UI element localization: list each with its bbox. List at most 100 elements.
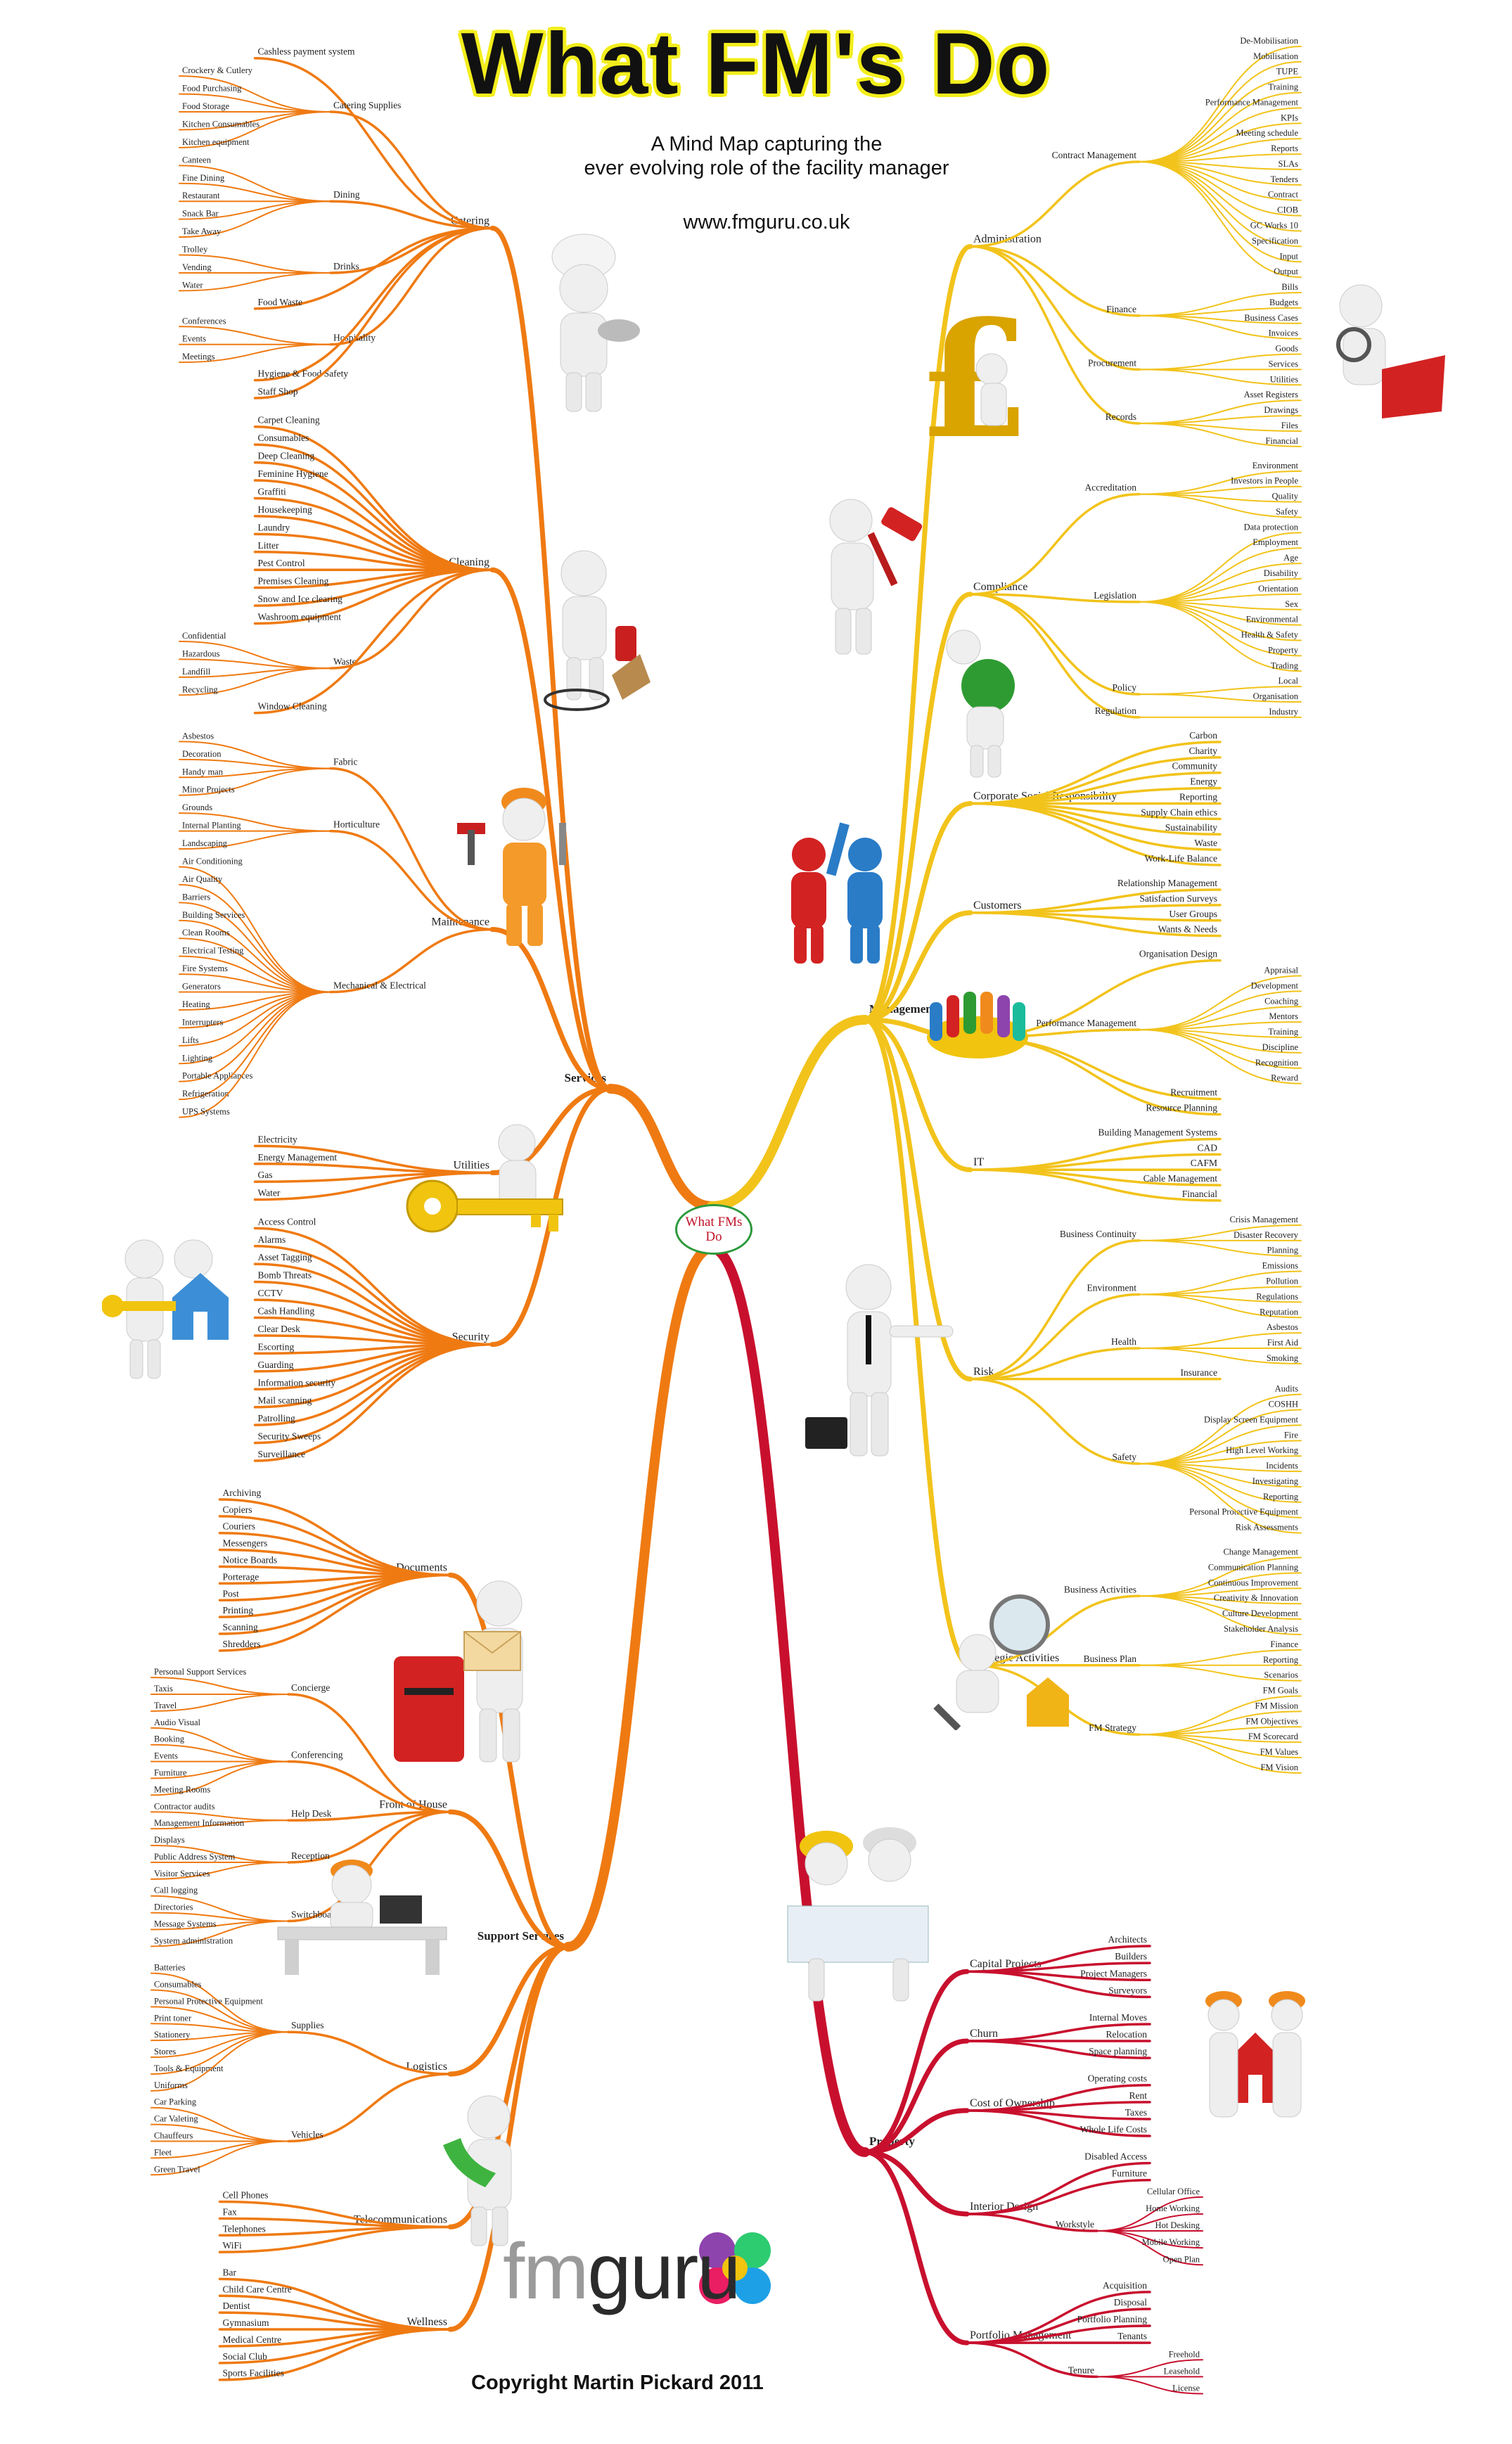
- services-horticulture-landscaping-branch: [179, 830, 331, 850]
- property-portfolio-management-branch: [862, 2149, 970, 2346]
- property-taxes-label: Taxes: [1125, 2107, 1147, 2118]
- management-risk-label: Risk: [973, 1366, 994, 1378]
- website-url: www.fmguru.co.uk: [683, 211, 850, 233]
- property-tenure-license-branch: [1096, 2376, 1203, 2395]
- support-services-fax-label: Fax: [223, 2206, 238, 2217]
- services-dining-canteen-branch: [179, 165, 331, 203]
- management-contract-management-tupe-label: TUPE: [1276, 67, 1299, 77]
- services-mechanical-and-electrical-fire-systems-label: Fire Systems: [182, 964, 228, 973]
- management-it-branch: [862, 1017, 973, 1172]
- property-surveyors-branch: [966, 1970, 1151, 1999]
- management-health-smoking-branch: [1139, 1348, 1302, 1364]
- management-regulation-industry-label: Industry: [1269, 707, 1298, 717]
- services-fabric-handy-man-branch: [179, 767, 331, 779]
- services-access-control-label: Access Control: [258, 1216, 316, 1227]
- engineers-plans-icon: [787, 1827, 929, 2002]
- support-services-concierge-branch: [287, 1693, 451, 1814]
- management-wants-and-needs-label: Wants & Needs: [1158, 924, 1217, 935]
- support-services-medical-centre-label: Medical Centre: [223, 2334, 282, 2345]
- management-contract-management-meeting-schedule-branch: [1139, 138, 1302, 163]
- property-surveyors-label: Surveyors: [1108, 1985, 1147, 1995]
- support-services-reception-public-address-system-label: Public Address System: [154, 1852, 236, 1862]
- services-mechanical-and-electrical-clean-rooms-label: Clean Rooms: [182, 928, 230, 938]
- support-services-conferencing-events-label: Events: [154, 1751, 178, 1761]
- house-key-figure-icon: [102, 1239, 229, 1379]
- management-records-branch: [969, 245, 1141, 425]
- management-health-smoking-label: Smoking: [1267, 1353, 1299, 1363]
- management-contract-management-performance-management-label: Performance Management: [1205, 97, 1299, 107]
- services-catering-supplies-food-purchasing-branch: [179, 93, 331, 113]
- management-business-continuity-label: Business Continuity: [1060, 1229, 1136, 1239]
- services-mechanical-and-electrical-heating-label: Heating: [182, 999, 210, 1009]
- support-services-vehicles-car-valeting-label: Car Valeting: [154, 2114, 198, 2124]
- services-dining-branch: [329, 200, 494, 230]
- management-performance-management-appraisal-branch: [1139, 975, 1302, 1031]
- management-safety-risk-assessments-branch: [1139, 1463, 1302, 1534]
- support-services-reception-label: Reception: [291, 1850, 330, 1861]
- management-legislation-data-protection-label: Data protection: [1244, 522, 1299, 532]
- management-satisfaction-surveys-label: Satisfaction Surveys: [1139, 893, 1217, 904]
- management-legislation-health-and-safety-label: Health & Safety: [1241, 630, 1299, 640]
- services-waste-confidential-label: Confidential: [182, 631, 226, 641]
- management-business-continuity-crisis-management-label: Crisis Management: [1229, 1215, 1298, 1224]
- management-relationship-management-label: Relationship Management: [1117, 878, 1217, 888]
- management-performance-management-coaching-branch: [1139, 1006, 1302, 1031]
- management-accreditation-quality-label: Quality: [1272, 492, 1299, 501]
- property-acquisition-label: Acquisition: [1103, 2280, 1147, 2291]
- management-safety-display-screen-equipment-branch: [1139, 1424, 1302, 1465]
- management-business-plan-scenarios-label: Scenarios: [1264, 1670, 1298, 1680]
- services-hospitality-conferences-label: Conferences: [182, 316, 226, 326]
- services-fabric-minor-projects-label: Minor Projects: [182, 785, 235, 795]
- support-services-reception-visitor-services-label: Visitor Services: [154, 1869, 210, 1879]
- services-security-sweeps-label: Security Sweeps: [258, 1431, 321, 1442]
- support-services-conferencing-audio-visual-branch: [150, 1727, 289, 1762]
- services-fabric-minor-projects-branch: [179, 767, 331, 796]
- management-legislation-age-label: Age: [1283, 553, 1298, 563]
- services-mechanical-and-electrical-air-quality-label: Air Quality: [182, 874, 223, 884]
- maintenance-worker-icon: [457, 788, 566, 946]
- management-charity-label: Charity: [1189, 746, 1218, 756]
- services-catering-supplies-kitchen-consumables-label: Kitchen Consumables: [182, 119, 260, 129]
- subtitle-line-1: A Mind Map capturing the: [651, 133, 883, 155]
- management-administration-branch: [862, 243, 973, 1023]
- services-mechanical-and-electrical-portable-appliances-label: Portable Appliances: [182, 1071, 252, 1081]
- support-services-switchboard-message-systems-label: Message Systems: [154, 1919, 217, 1929]
- management-fm-strategy-fm-mission-branch: [1139, 1710, 1302, 1736]
- property-workstyle-home-working-branch: [1096, 2213, 1203, 2232]
- support-services-supplies-batteries-branch: [150, 1972, 289, 2033]
- management-fm-strategy-fm-goals-branch: [1139, 1695, 1302, 1736]
- management-health-first-aid-label: First Aid: [1267, 1338, 1299, 1348]
- management-procurement-utilities-branch: [1139, 369, 1302, 386]
- page-title: What FM's Do: [461, 15, 1051, 113]
- management-fm-strategy-fm-vision-branch: [1139, 1734, 1302, 1774]
- management-business-plan-scenarios-branch: [1139, 1664, 1302, 1682]
- management-records-drawings-label: Drawings: [1264, 405, 1298, 415]
- subtitle-line-2: ever evolving role of the facility manag…: [584, 157, 949, 179]
- services-escorting-label: Escorting: [258, 1341, 295, 1352]
- support-services-supplies-stores-branch: [150, 2031, 289, 2059]
- management-fm-strategy-fm-mission-label: FM Mission: [1255, 1701, 1299, 1710]
- management-records-asset-registers-branch: [1139, 399, 1302, 425]
- services-drinks-trolley-label: Trolley: [182, 245, 208, 255]
- support-services-switchboard-call-logging-label: Call logging: [154, 1886, 198, 1895]
- services-trunk: [606, 1084, 717, 1211]
- support-services-supplies-print-toner-branch: [150, 2023, 289, 2033]
- services-fabric-decoration-label: Decoration: [182, 749, 222, 759]
- management-procurement-branch: [969, 245, 1141, 371]
- services-cashless-payment-system-branch: [253, 56, 494, 230]
- management-risk-branch: [862, 1017, 973, 1382]
- property-cost-of-ownership-label: Cost of Ownership: [970, 2097, 1055, 2109]
- management-legislation-orientation-label: Orientation: [1258, 584, 1299, 594]
- management-records-financial-label: Financial: [1265, 436, 1298, 446]
- pound-sign-figure-icon: £: [918, 292, 1030, 454]
- management-business-activities-culture-development-label: Culture Development: [1222, 1608, 1298, 1618]
- management-contract-management-mobilisation-branch: [1139, 60, 1302, 163]
- management-user-groups-label: User Groups: [1169, 909, 1217, 919]
- support-services-gymnasium-label: Gymnasium: [223, 2317, 269, 2328]
- property-internal-moves-label: Internal Moves: [1089, 2012, 1147, 2023]
- support-services-vehicles-fleet-label: Fleet: [154, 2147, 172, 2157]
- services-washroom-equipment-label: Washroom equipment: [258, 612, 342, 622]
- support-services-conferencing-meeting-rooms-branch: [150, 1760, 289, 1796]
- services-litter-label: Litter: [258, 540, 279, 551]
- management-performance-management-discipline-label: Discipline: [1262, 1042, 1299, 1052]
